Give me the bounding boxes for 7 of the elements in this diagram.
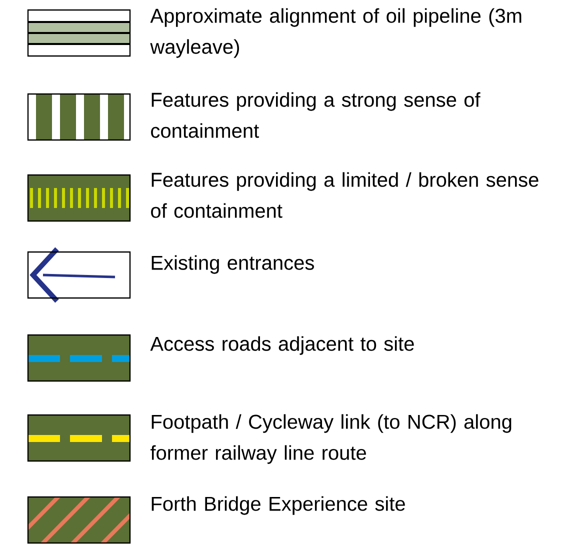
legend-text: Access roads adjacent to site — [150, 336, 414, 355]
legend-text: Footpath / Cycleway link (to NCR) along former railway line route — [150, 414, 512, 464]
legend-text: Features providing a strong sense of containment — [151, 92, 480, 138]
legend-text: Forth Bridge Experience site — [152, 496, 405, 515]
legend-text: Approximate alignment of oil pipeline (3m wayleave) — [150, 8, 522, 58]
legend-text: Existing entrances — [152, 255, 314, 274]
legend-text: Features providing a limited / broken sense of containment — [151, 172, 538, 218]
